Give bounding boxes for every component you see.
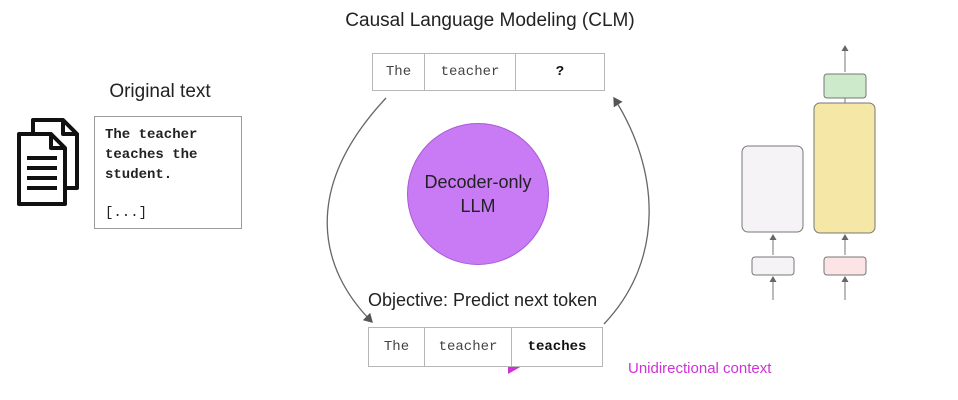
original-text-line: student. [105, 167, 173, 183]
input-token-row: The teacher ? [372, 53, 605, 91]
document-stack-icon [15, 118, 85, 206]
objective-label: Objective: Predict next token [368, 290, 598, 310]
predicted-token: teaches [527, 339, 587, 355]
output-token: teacher [425, 328, 512, 366]
diagram-title: Causal Language Modeling (CLM) [345, 10, 635, 31]
unidirectional-context-label: Unidirectional context [628, 360, 772, 377]
input-token: The [373, 54, 425, 90]
original-text-line: teaches the [105, 147, 198, 163]
masked-token: ? [555, 64, 565, 80]
original-text-label: Original text [109, 81, 211, 102]
input-token: teacher [425, 54, 516, 90]
original-text-line: The teacher [105, 127, 198, 143]
left-curved-arrow [326, 97, 387, 323]
model-label-line: Decoder-only [424, 172, 532, 192]
left-input-block [751, 256, 795, 276]
decoder-architecture-schematic [741, 45, 876, 300]
output-block [823, 73, 867, 99]
model-label-line: LLM [460, 196, 496, 216]
output-token-row: The teacher teaches [368, 327, 603, 367]
right-curved-arrow [603, 96, 650, 325]
left-stack-block [741, 145, 804, 233]
right-input-block [823, 256, 867, 276]
decoder-only-llm-node: Decoder-only LLM [407, 123, 549, 265]
original-text-box: The teacher teaches the student. [...] [94, 116, 242, 229]
output-token: The [369, 328, 425, 366]
original-text-ellipsis: [...] [105, 205, 148, 221]
decoder-block [813, 102, 876, 234]
